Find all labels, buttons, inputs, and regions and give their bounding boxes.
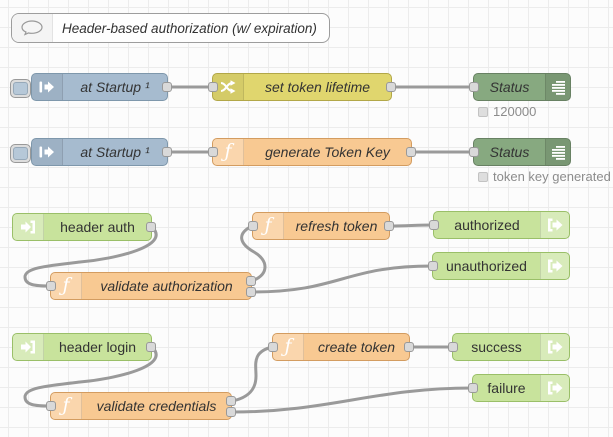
- wire[interactable]: [23, 345, 158, 408]
- http-in-icon: [13, 334, 44, 360]
- function-icon: ƒ: [253, 213, 284, 239]
- output-port[interactable]: [146, 342, 156, 352]
- status-indicator: [478, 171, 488, 182]
- node-label: header auth: [60, 219, 135, 235]
- http-response-icon: [540, 212, 569, 238]
- node-label: generate Token Key: [265, 144, 390, 160]
- node-label: validate credentials: [96, 398, 217, 414]
- node-label: success: [471, 339, 522, 355]
- status-text: 120000: [493, 104, 537, 119]
- inject-arrow-icon: [32, 74, 63, 100]
- node-debug-status-1[interactable]: Status: [469, 73, 571, 101]
- output-port-2[interactable]: [246, 287, 256, 297]
- wire[interactable]: [23, 225, 158, 288]
- node-http-response-success[interactable]: success: [448, 333, 570, 361]
- debug-list-icon: [545, 74, 570, 100]
- output-port[interactable]: [404, 342, 414, 352]
- input-port[interactable]: [469, 147, 479, 157]
- input-port[interactable]: [448, 342, 458, 352]
- inject-button[interactable]: [10, 79, 31, 98]
- node-label: refresh token: [295, 218, 378, 234]
- node-label: at Startup ¹: [80, 79, 150, 95]
- output-port-2[interactable]: [226, 407, 236, 417]
- output-port-1[interactable]: [226, 396, 236, 406]
- inject-button-inner: [13, 82, 28, 95]
- status-indicator: [478, 106, 488, 117]
- output-port[interactable]: [406, 147, 416, 157]
- node-label: unauthorized: [446, 258, 527, 274]
- input-port[interactable]: [468, 383, 478, 393]
- node-function-validate-authorization[interactable]: ƒ validate authorization: [46, 272, 256, 300]
- inject-button[interactable]: [10, 144, 31, 163]
- http-response-icon: [540, 375, 569, 401]
- node-label: authorized: [454, 217, 520, 233]
- input-port[interactable]: [248, 221, 258, 231]
- http-response-icon: [540, 334, 569, 360]
- output-port[interactable]: [146, 222, 156, 232]
- comment-bubble-icon: [12, 14, 53, 42]
- node-label: Status: [489, 144, 530, 160]
- input-port[interactable]: [46, 281, 56, 291]
- node-function-create-token[interactable]: ƒ create token: [268, 333, 414, 361]
- output-port[interactable]: [386, 82, 396, 92]
- node-http-response-authorized[interactable]: authorized: [429, 211, 570, 239]
- input-port[interactable]: [46, 401, 56, 411]
- node-debug-status-2[interactable]: Status: [469, 138, 571, 166]
- debug-list-icon: [545, 139, 570, 165]
- comment-node[interactable]: Header-based authorization (w/ expiratio…: [11, 13, 330, 43]
- node-http-in-header-auth[interactable]: header auth: [12, 213, 156, 241]
- output-port[interactable]: [384, 221, 394, 231]
- output-port[interactable]: [162, 82, 172, 92]
- http-in-icon: [13, 214, 44, 240]
- http-response-icon: [540, 253, 569, 279]
- node-http-response-unauthorized[interactable]: unauthorized: [428, 252, 570, 280]
- wire[interactable]: [388, 223, 435, 228]
- node-label: set token lifetime: [264, 79, 371, 95]
- debug-status: 120000: [478, 104, 536, 119]
- function-icon: ƒ: [213, 139, 244, 165]
- node-label: Status: [489, 79, 530, 95]
- node-inject-at-startup-2[interactable]: at Startup ¹: [31, 138, 172, 166]
- input-port[interactable]: [208, 147, 218, 157]
- input-port[interactable]: [429, 220, 439, 230]
- change-shuffle-icon: [213, 74, 244, 100]
- node-http-response-failure[interactable]: failure: [468, 374, 570, 402]
- wire[interactable]: [230, 386, 474, 414]
- inject-button-inner: [13, 147, 28, 160]
- wire[interactable]: [230, 345, 274, 403]
- wire[interactable]: [250, 264, 434, 294]
- node-label: header login: [58, 339, 137, 355]
- debug-status: token key generated: [478, 169, 611, 184]
- output-port[interactable]: [162, 147, 172, 157]
- wire[interactable]: [240, 224, 267, 283]
- node-function-refresh-token[interactable]: ƒ refresh token: [248, 212, 394, 240]
- node-label: validate authorization: [100, 278, 233, 294]
- function-icon: ƒ: [51, 273, 82, 299]
- input-port[interactable]: [469, 82, 479, 92]
- input-port[interactable]: [428, 261, 438, 271]
- function-icon: ƒ: [51, 393, 82, 419]
- node-label: create token: [317, 339, 396, 355]
- node-http-in-header-login[interactable]: header login: [12, 333, 156, 361]
- comment-label: Header-based authorization (w/ expiratio…: [62, 20, 317, 36]
- node-inject-at-startup-1[interactable]: at Startup ¹: [31, 73, 172, 101]
- node-change-set-token-lifetime[interactable]: set token lifetime: [208, 73, 396, 101]
- output-port-1[interactable]: [246, 276, 256, 286]
- node-function-generate-token-key[interactable]: ƒ generate Token Key: [208, 138, 416, 166]
- input-port[interactable]: [208, 82, 218, 92]
- node-function-validate-credentials[interactable]: ƒ validate credentials: [46, 392, 236, 420]
- function-icon: ƒ: [273, 334, 304, 360]
- inject-arrow-icon: [32, 139, 63, 165]
- input-port[interactable]: [268, 342, 278, 352]
- node-label: failure: [487, 380, 526, 396]
- node-label: at Startup ¹: [80, 144, 150, 160]
- status-text: token key generated: [493, 169, 611, 184]
